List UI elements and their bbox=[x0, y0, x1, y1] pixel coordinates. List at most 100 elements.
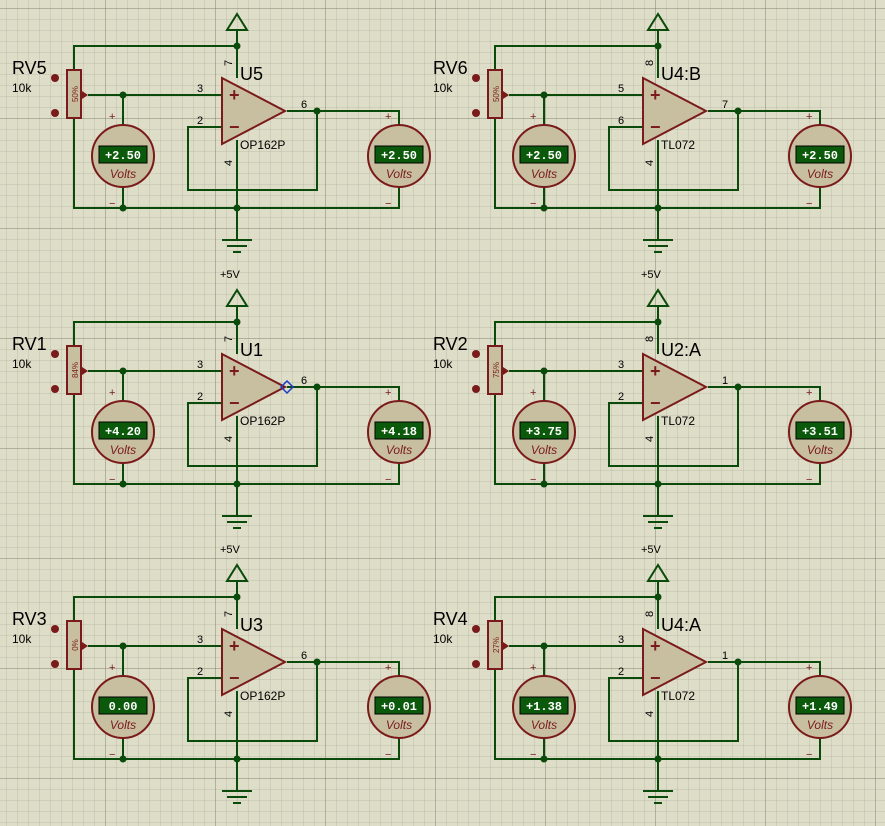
output-voltmeter-minus-terminal: − bbox=[385, 749, 391, 761]
opamp-body[interactable] bbox=[221, 76, 288, 146]
junction-dot bbox=[119, 204, 127, 212]
opamp-body[interactable] bbox=[642, 76, 709, 146]
junction-dot bbox=[654, 480, 662, 488]
output-voltmeter-minus-terminal: − bbox=[806, 749, 812, 761]
ground-symbol-icon bbox=[643, 515, 673, 529]
vcc-power-arrow-icon bbox=[225, 288, 249, 322]
junction-dot bbox=[540, 367, 548, 375]
input-voltmeter-minus-terminal: − bbox=[109, 198, 115, 210]
opamp-reference: U5 bbox=[240, 64, 263, 84]
opamp-pin-output: 6 bbox=[301, 375, 307, 387]
opamp-part-number: TL072 bbox=[661, 138, 695, 152]
input-voltmeter-display bbox=[519, 421, 569, 440]
pot-value: 10k bbox=[12, 81, 32, 95]
output-voltmeter-display bbox=[374, 145, 424, 164]
output-wire bbox=[287, 110, 400, 125]
output-voltmeter-reading: +1.49 bbox=[802, 700, 838, 714]
pot-terminal-bottom bbox=[51, 660, 59, 668]
ground-symbol-icon bbox=[222, 515, 252, 529]
input-voltmeter-plus-terminal: + bbox=[530, 111, 536, 123]
opamp-reference: U3 bbox=[240, 615, 263, 635]
opamp-plus-sign: + bbox=[650, 85, 661, 105]
feedback-wire bbox=[608, 387, 739, 467]
opamp-reference: U4:B bbox=[661, 64, 701, 84]
output-voltmeter-display bbox=[795, 696, 845, 715]
potentiometer-body[interactable] bbox=[66, 345, 82, 395]
output-voltmeter-display bbox=[374, 696, 424, 715]
opamp-minus-sign: − bbox=[229, 393, 240, 413]
opamp-part-number: TL072 bbox=[661, 689, 695, 703]
potentiometer-body[interactable] bbox=[66, 69, 82, 119]
opamp-plus-sign: + bbox=[650, 636, 661, 656]
ground-symbol-icon bbox=[643, 239, 673, 253]
pot-terminal-bottom bbox=[51, 385, 59, 393]
junction-dot bbox=[540, 642, 548, 650]
junction-dot bbox=[119, 480, 127, 488]
input-voltmeter-display bbox=[98, 696, 148, 715]
output-voltmeter-plus-terminal: + bbox=[385, 662, 391, 674]
junction-dot bbox=[734, 383, 742, 391]
potentiometer-body[interactable] bbox=[487, 69, 503, 119]
opamp-part-number: OP162P bbox=[240, 138, 285, 152]
input-voltmeter-unit: Volts bbox=[531, 443, 557, 457]
pot-wiper-percent: 0% bbox=[71, 639, 80, 651]
opamp-pin-inverting: 2 bbox=[197, 391, 203, 403]
junction-dot bbox=[540, 204, 548, 212]
opamp-pin-noninverting: 3 bbox=[197, 634, 203, 646]
vcc-power-arrow-icon bbox=[646, 563, 670, 597]
opamp-pin-ground: 4 bbox=[644, 436, 656, 442]
junction-dot bbox=[654, 593, 662, 601]
opamp-plus-sign: + bbox=[229, 636, 240, 656]
opamp-body[interactable] bbox=[642, 627, 709, 697]
output-wire bbox=[287, 661, 400, 676]
pot-value: 10k bbox=[433, 357, 453, 371]
pot-wiper-arrow-icon bbox=[82, 367, 88, 375]
output-voltmeter-display bbox=[795, 421, 845, 440]
opamp-pin-noninverting: 3 bbox=[618, 634, 624, 646]
probe-marker-icon[interactable] bbox=[279, 379, 295, 395]
junction-dot bbox=[540, 480, 548, 488]
opamp-pin-noninverting: 3 bbox=[197, 359, 203, 371]
opamp-body[interactable] bbox=[221, 627, 288, 697]
opamp-pin-inverting: 2 bbox=[618, 666, 624, 678]
output-voltmeter-reading: +4.18 bbox=[381, 425, 417, 439]
input-voltmeter-reading: +2.50 bbox=[105, 149, 141, 163]
output-voltmeter-plus-terminal: + bbox=[806, 662, 812, 674]
input-voltmeter-plus-terminal: + bbox=[109, 387, 115, 399]
output-voltmeter-plus-terminal: + bbox=[806, 387, 812, 399]
pot-terminal-bottom bbox=[472, 109, 480, 117]
opamp-pin-vcc: 7 bbox=[223, 336, 235, 342]
opamp-pin-output: 1 bbox=[722, 375, 728, 387]
potentiometer-body[interactable] bbox=[487, 620, 503, 670]
opamp-body[interactable] bbox=[642, 352, 709, 422]
input-voltmeter-minus-terminal: − bbox=[109, 749, 115, 761]
input-voltmeter-reading: +3.75 bbox=[526, 425, 562, 439]
pot-value: 10k bbox=[12, 632, 32, 646]
opamp-buffer-circuit-1: 50%RV510k+−U5OP162P73246+2.50Volts+−+2.5… bbox=[12, 12, 431, 253]
pot-wiper-percent: 50% bbox=[71, 86, 80, 102]
junction-dot bbox=[734, 658, 742, 666]
potentiometer-body[interactable] bbox=[66, 620, 82, 670]
opamp-pin-ground: 4 bbox=[223, 160, 235, 166]
output-voltmeter-minus-terminal: − bbox=[806, 198, 812, 210]
vcc-power-arrow-icon bbox=[225, 12, 249, 46]
input-voltmeter-minus-terminal: − bbox=[530, 749, 536, 761]
potentiometer-body[interactable] bbox=[487, 345, 503, 395]
pot-terminal-top bbox=[472, 350, 480, 358]
pot-terminal-top bbox=[51, 74, 59, 82]
opamp-body[interactable] bbox=[221, 352, 288, 422]
output-wire bbox=[287, 386, 400, 401]
